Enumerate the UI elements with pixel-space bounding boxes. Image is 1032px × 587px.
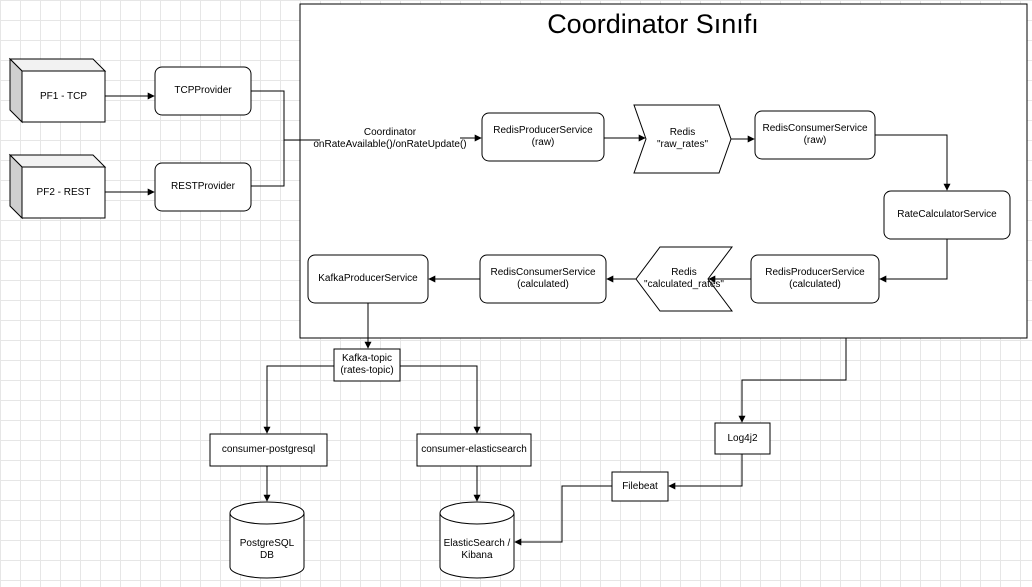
edge-kafkatopic-consumer-elasticsearch <box>400 365 481 434</box>
consumer-elasticsearch-node <box>416 433 532 467</box>
edge-tcpprovider-coordinator <box>251 90 320 141</box>
edge-filebeat-elasticsearch <box>514 485 612 546</box>
tcp-provider-node <box>154 66 252 116</box>
postgresql-db-node <box>229 501 305 579</box>
redis-consumer-calc-node <box>479 254 607 304</box>
kafka-topic-node <box>333 348 401 382</box>
rate-calculator-node <box>883 190 1011 240</box>
edge-coordinator-log4j2 <box>738 338 847 423</box>
edge-log4j2-filebeat <box>668 454 743 490</box>
pf2-rest-node <box>8 153 107 220</box>
rest-provider-node <box>154 162 252 212</box>
elasticsearch-kibana-node <box>439 501 515 579</box>
edge-ratecalculator-redisproducer-calc <box>879 239 948 283</box>
edge-redisconsumer-ratecalculator <box>875 134 951 191</box>
edge-kafkatopic-consumer-postgresql <box>263 365 334 434</box>
consumer-postgresql-node <box>209 433 328 467</box>
log4j2-node <box>714 422 771 455</box>
kafka-producer-node <box>307 254 429 304</box>
pf1-tcp-node <box>8 57 107 124</box>
redis-consumer-raw-node <box>754 110 876 160</box>
filebeat-node <box>611 471 669 502</box>
edge-restprovider-coordinator <box>251 140 285 187</box>
redis-calc-node <box>635 246 733 312</box>
redis-producer-raw-node <box>481 112 605 162</box>
redis-producer-calc-node <box>750 254 880 304</box>
redis-raw-node <box>633 104 732 174</box>
